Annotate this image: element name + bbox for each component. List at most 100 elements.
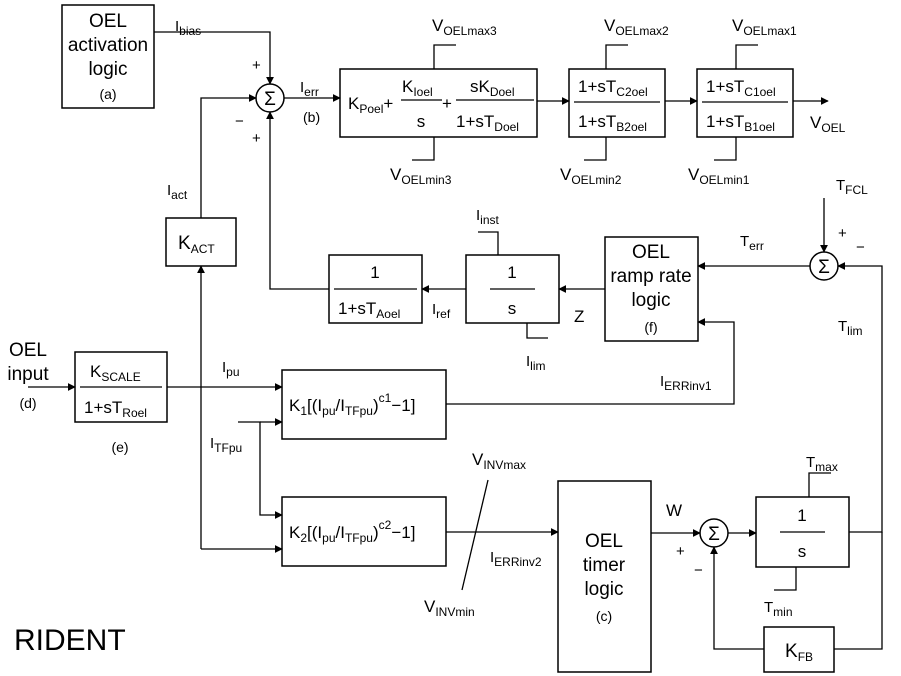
svg-text:Z: Z [574, 307, 584, 326]
svg-text:VOELmin1: VOELmin1 [688, 165, 750, 187]
brand-watermark: RIDENT [14, 624, 126, 657]
svg-text:(d): (d) [19, 395, 36, 411]
limit-tick-vmin1 [714, 137, 737, 161]
oel-timer-logic-block: OEL timer logic (c) [557, 480, 652, 673]
svg-text:1: 1 [370, 263, 379, 282]
svg-text:(f): (f) [644, 319, 657, 335]
svg-text:1: 1 [797, 506, 806, 525]
svg-text:VINVmax: VINVmax [472, 450, 526, 472]
svg-text:VOELmin2: VOELmin2 [560, 165, 622, 187]
limit-tick-lim [526, 323, 548, 339]
svg-text:KACT: KACT [178, 233, 215, 256]
svg-text:Σ: Σ [708, 524, 720, 545]
svg-text:TFCL: TFCL [836, 177, 868, 197]
signal-labels: Ibias + − + Ierr (b) Iact VOELmax3 VOELm… [7, 16, 868, 619]
svg-text:1+sTDoel: 1+sTDoel [456, 112, 519, 134]
svg-text:K1[(Ipu/ITFpu)c1−1]: K1[(Ipu/ITFpu)c1−1] [289, 391, 415, 418]
svg-text:VOEL: VOEL [810, 113, 846, 135]
svg-text:VOELmax3: VOELmax3 [432, 16, 497, 38]
svg-text:activation: activation [68, 35, 148, 56]
svg-text:KPoel+: KPoel+ [348, 94, 393, 116]
inverse-time-1-block: K1[(Ipu/ITFpu)c1−1] [281, 369, 447, 440]
k-scale-block: KSCALE 1+sTRoel [74, 351, 168, 423]
svg-text:1+sTAoel: 1+sTAoel [338, 299, 400, 321]
summing-junction-err: Σ [255, 83, 285, 113]
svg-text:−: − [235, 113, 244, 130]
svg-text:Tmax: Tmax [806, 454, 838, 474]
limit-tick-tmin [774, 567, 797, 591]
svg-text:−: − [856, 239, 865, 256]
limit-tick-vmax2 [605, 44, 628, 69]
svg-text:(e): (e) [111, 439, 128, 455]
svg-text:KFB: KFB [785, 641, 813, 664]
svg-text:1: 1 [507, 263, 516, 282]
summing-junction-terr: Σ [809, 251, 839, 281]
svg-text:OEL: OEL [89, 11, 127, 32]
k-fb-block: KFB [763, 626, 835, 673]
limit-tick-vmin3 [412, 137, 435, 161]
limit-tick-vmin2 [584, 137, 607, 161]
svg-text:KIoel: KIoel [402, 77, 433, 99]
svg-text:(b): (b) [303, 109, 320, 125]
signal-lines [28, 31, 883, 650]
svg-text:Iinst: Iinst [476, 207, 500, 227]
svg-text:+: + [252, 130, 261, 147]
svg-text:Σ: Σ [818, 257, 830, 278]
svg-text:logic: logic [631, 290, 670, 311]
limit-tick-inst [478, 231, 499, 255]
svg-text:(a): (a) [99, 86, 116, 102]
svg-text:Ibias: Ibias [175, 18, 201, 38]
svg-text:1+sTB1oel: 1+sTB1oel [706, 112, 775, 134]
summing-junction-w: Σ [699, 518, 729, 548]
inverse-time-2-block: K2[(Ipu/ITFpu)c2−1] [281, 496, 447, 567]
svg-text:1+sTRoel: 1+sTRoel [84, 398, 147, 420]
svg-text:OEL: OEL [9, 340, 47, 361]
svg-text:sKDoel: sKDoel [470, 77, 515, 99]
limit-tick-vmax3 [433, 44, 456, 69]
svg-text:Terr: Terr [740, 233, 764, 253]
svg-text:s: s [798, 542, 807, 561]
limit-tick-vmax1 [735, 44, 758, 69]
svg-text:+: + [252, 57, 261, 74]
svg-text:IERRinv1: IERRinv1 [660, 373, 712, 393]
oel-activation-logic-block: OEL activation logic (a) [61, 4, 155, 109]
svg-text:logic: logic [88, 59, 127, 80]
svg-text:+: + [442, 94, 452, 113]
svg-text:logic: logic [584, 579, 623, 600]
svg-text:−: − [694, 562, 703, 579]
svg-text:1+sTC2oel: 1+sTC2oel [578, 77, 648, 99]
svg-text:s: s [508, 299, 517, 318]
svg-text:+: + [676, 543, 685, 560]
svg-text:+: + [838, 225, 847, 242]
lead-lag-1-block: 1+sTC1oel 1+sTB1oel [696, 68, 794, 138]
svg-text:timer: timer [583, 555, 626, 576]
integrator-t-block: 1 s [755, 496, 850, 568]
svg-text:Ierr: Ierr [300, 79, 319, 99]
lag-a-block: 1 1+sTAoel [328, 254, 423, 324]
svg-text:Iact: Iact [167, 182, 188, 202]
lead-lag-2-block: 1+sTC2oel 1+sTB2oel [568, 68, 666, 138]
svg-text:input: input [7, 364, 49, 385]
svg-text:1+sTB2oel: 1+sTB2oel [578, 112, 647, 134]
svg-text:1+sTC1oel: 1+sTC1oel [706, 77, 776, 99]
limit-tick-tmax [808, 472, 831, 497]
svg-text:OEL: OEL [585, 531, 623, 552]
svg-text:KSCALE: KSCALE [90, 362, 141, 384]
pid-block: KPoel+ KIoel s + sKDoel 1+sTDoel [339, 68, 538, 138]
svg-text:s: s [417, 112, 426, 131]
svg-text:VOELmax2: VOELmax2 [604, 16, 669, 38]
svg-text:W: W [666, 501, 682, 520]
oel-ramp-rate-logic-block: OEL ramp rate logic (f) [604, 236, 699, 342]
svg-text:Ilim: Ilim [526, 353, 546, 373]
svg-text:Tlim: Tlim [838, 318, 863, 338]
svg-text:OEL: OEL [632, 242, 670, 263]
svg-text:VOELmax1: VOELmax1 [732, 16, 797, 38]
inverse-limit-slash [461, 479, 489, 591]
svg-text:ramp rate: ramp rate [610, 266, 691, 287]
svg-text:IERRinv2: IERRinv2 [490, 549, 542, 569]
integrator-inst-block: 1 s [465, 254, 560, 324]
k-act-block: KACT [165, 217, 237, 267]
svg-text:K2[(Ipu/ITFpu)c2−1]: K2[(Ipu/ITFpu)c2−1] [289, 518, 415, 545]
svg-text:Σ: Σ [264, 89, 276, 110]
